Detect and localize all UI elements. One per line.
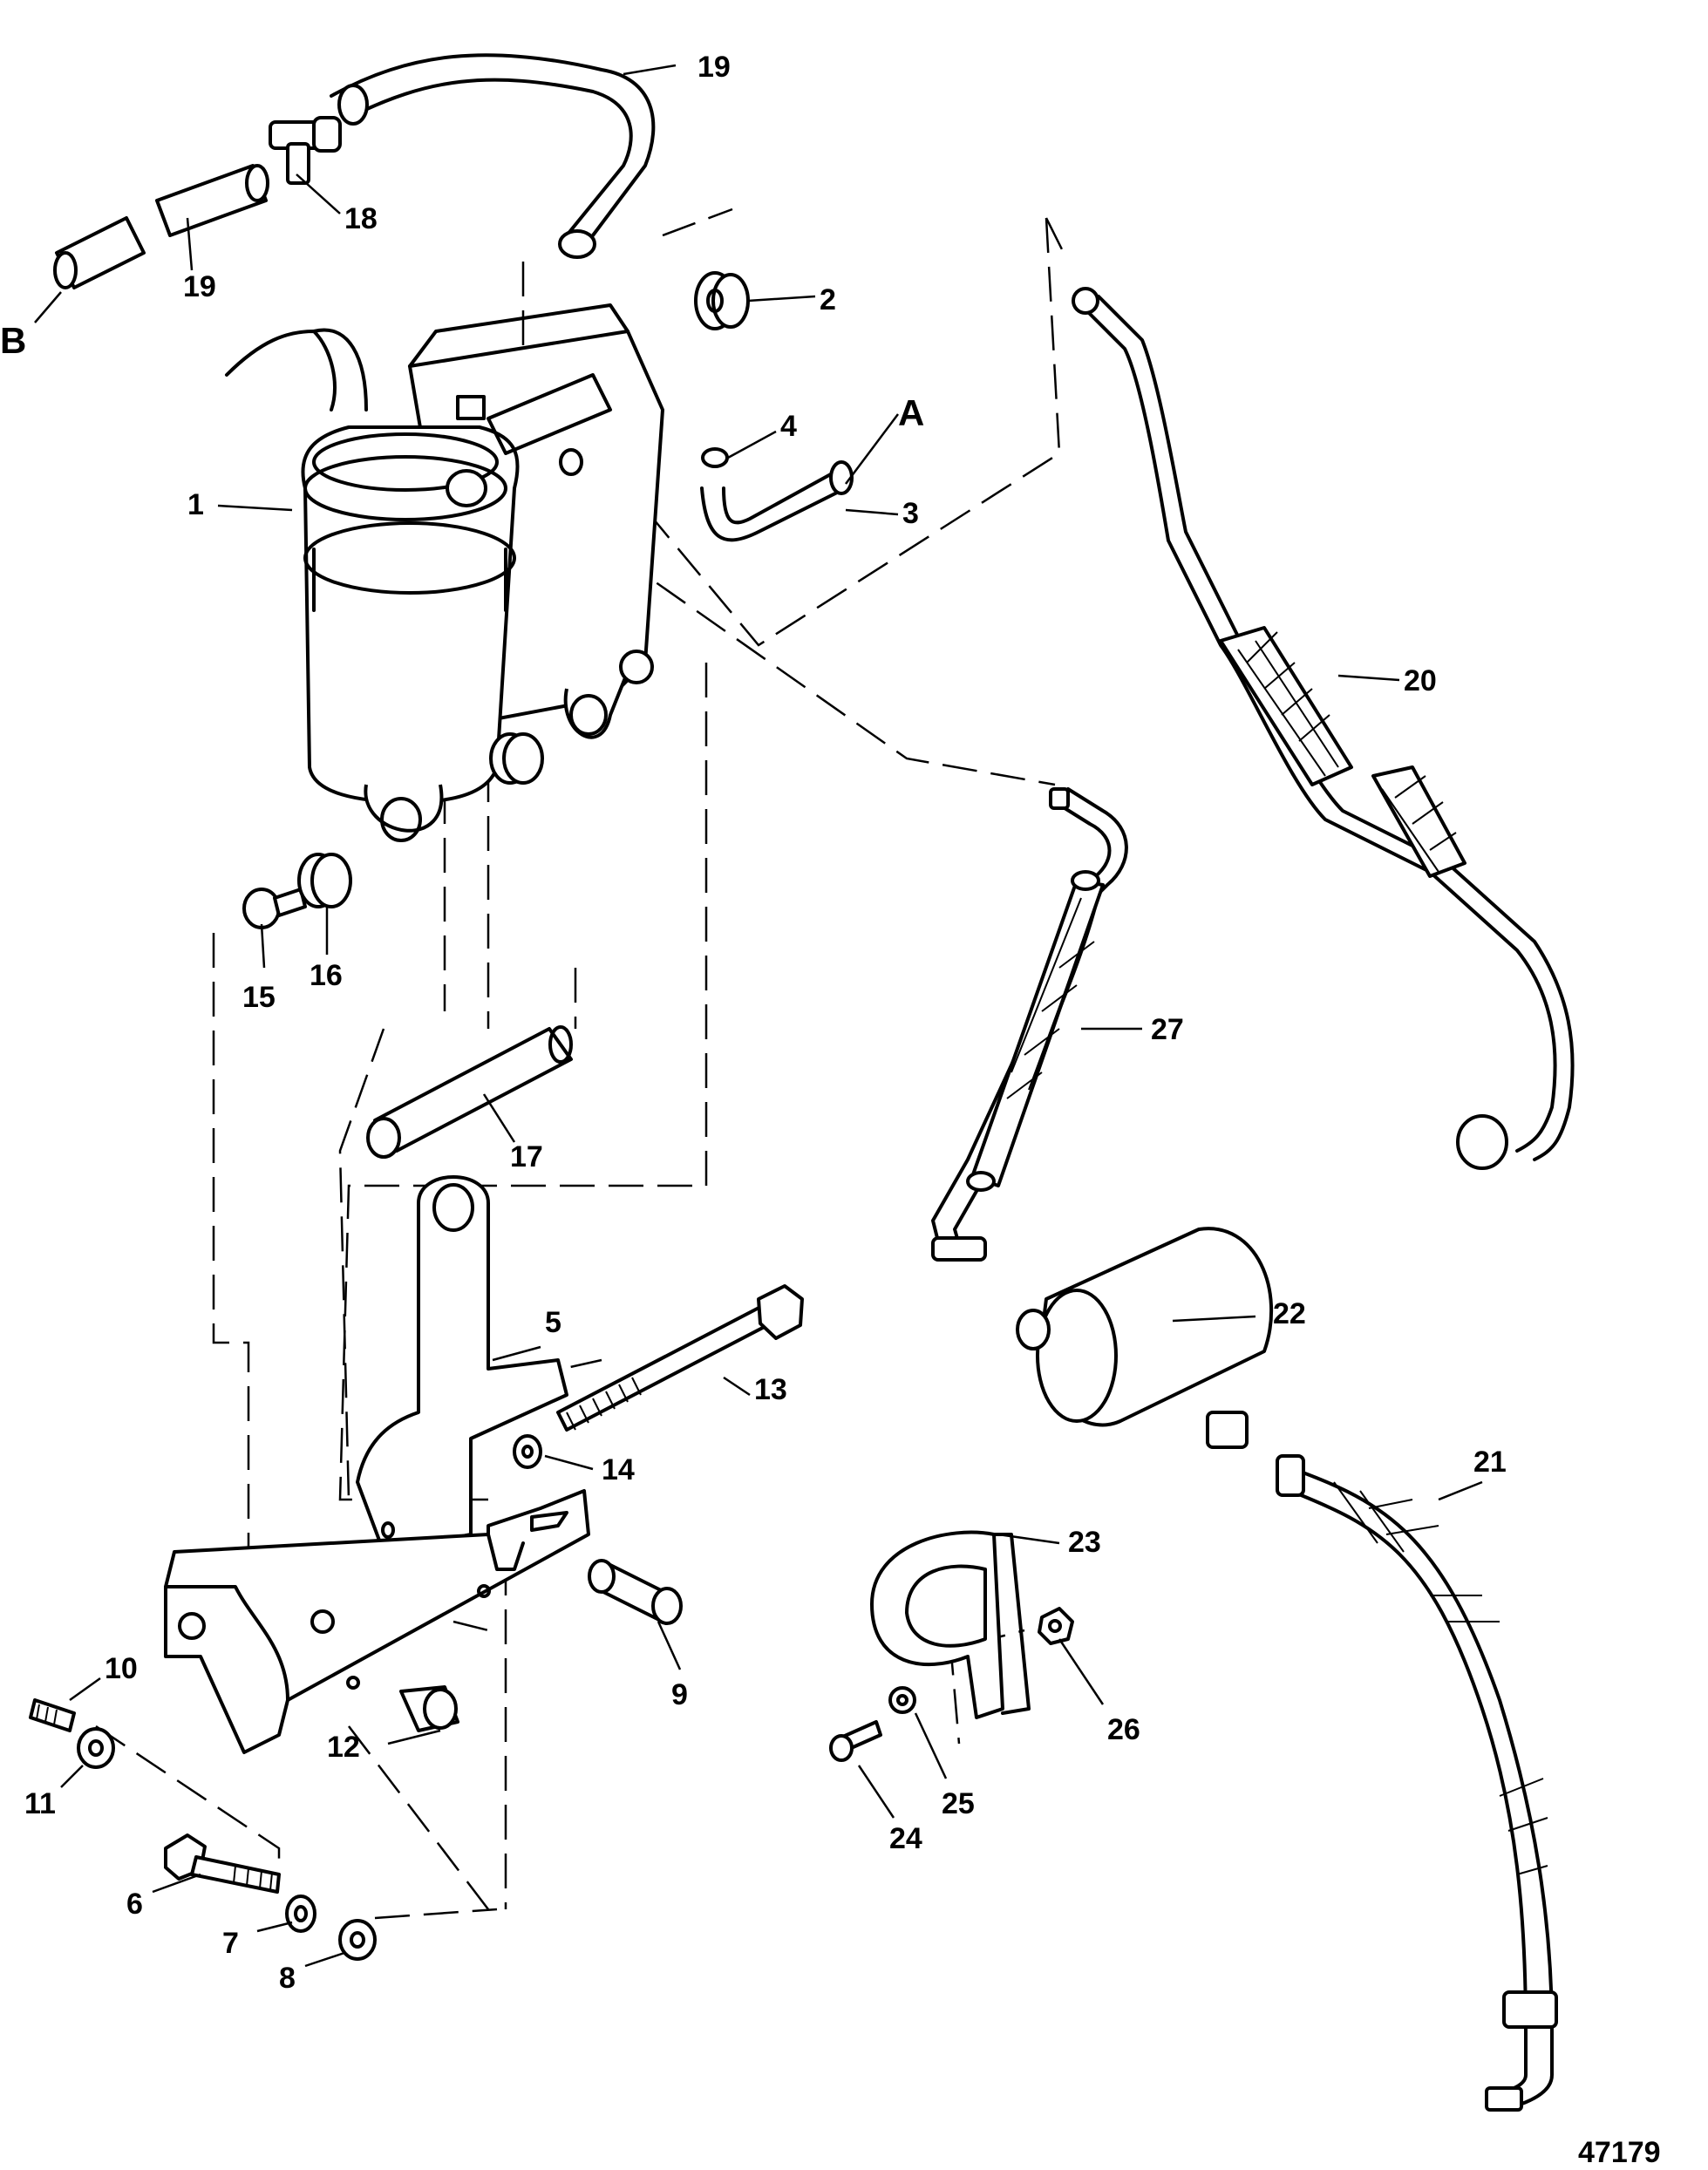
callout-16: 16	[310, 959, 343, 992]
callout-13: 13	[754, 1373, 787, 1406]
label-a: A	[898, 392, 924, 433]
part-27-hose	[931, 787, 1128, 1262]
callout-labels: 19 18 19 B 2 4 A 3 1 20 27 22 21 23 26 2…	[0, 51, 1661, 2169]
drawing-number: 47179	[1578, 2136, 1661, 2169]
part-5-bracket	[164, 1175, 590, 1754]
part-3-hose	[700, 460, 854, 542]
callout-8: 8	[279, 1962, 296, 1995]
part-19-hose-upper	[330, 53, 656, 259]
label-b: B	[0, 320, 26, 361]
part-25-washer	[888, 1686, 916, 1714]
part-22-fuel-filter	[1016, 1227, 1273, 1449]
part-26-nut	[1038, 1607, 1074, 1645]
callout-21: 21	[1473, 1446, 1507, 1479]
part-19-hose-lower	[155, 164, 269, 237]
part-12-spacer	[399, 1685, 459, 1732]
callout-18: 18	[344, 202, 378, 235]
part-16-grommet	[297, 853, 352, 908]
callout-5: 5	[545, 1306, 561, 1339]
part-21-hose	[1276, 1454, 1558, 2112]
callout-7: 7	[222, 1927, 239, 1960]
part-17-sleeve	[366, 1025, 573, 1159]
callout-3: 3	[902, 497, 919, 530]
callout-1: 1	[187, 488, 204, 521]
callout-12: 12	[327, 1731, 360, 1764]
callout-17: 17	[510, 1140, 543, 1173]
part-6-bolt	[164, 1833, 281, 1894]
callout-15: 15	[242, 981, 276, 1014]
part-11-washer	[77, 1727, 115, 1769]
leader-lines	[34, 64, 1483, 1968]
bracket-grommet	[489, 650, 654, 785]
part-8-washer	[338, 1919, 377, 1961]
part-2-grommet	[694, 271, 750, 330]
callout-4: 4	[780, 410, 797, 443]
part-7-lock-washer	[285, 1894, 316, 1933]
callout-6: 6	[126, 1888, 143, 1921]
callout-20: 20	[1404, 664, 1437, 697]
part-14-washer	[513, 1434, 542, 1469]
callout-24: 24	[889, 1822, 922, 1855]
part-13-long-bolt	[556, 1284, 804, 1432]
callout-23: 23	[1068, 1526, 1101, 1559]
callout-14: 14	[602, 1453, 635, 1486]
callout-10: 10	[105, 1652, 138, 1685]
callout-27: 27	[1151, 1013, 1184, 1046]
callout-25: 25	[942, 1787, 975, 1820]
callout-9: 9	[671, 1678, 688, 1711]
callout-11: 11	[24, 1787, 56, 1820]
part-10-screw	[29, 1698, 76, 1732]
part-15-bolt	[242, 888, 307, 929]
part-18-tee-fitting	[269, 116, 342, 185]
callout-26: 26	[1107, 1713, 1140, 1746]
part-1-fuel-filter-assembly	[225, 303, 664, 842]
callout-22: 22	[1273, 1297, 1306, 1330]
callout-2: 2	[820, 283, 836, 316]
connector-b	[53, 216, 146, 289]
part-4-clamp	[701, 447, 729, 468]
part-24-screw	[829, 1720, 882, 1762]
part-20-fuel-line	[1072, 287, 1575, 1170]
callout-19-lower: 19	[183, 270, 216, 303]
part-9-spacer	[588, 1559, 683, 1625]
callout-19-upper: 19	[697, 51, 731, 84]
